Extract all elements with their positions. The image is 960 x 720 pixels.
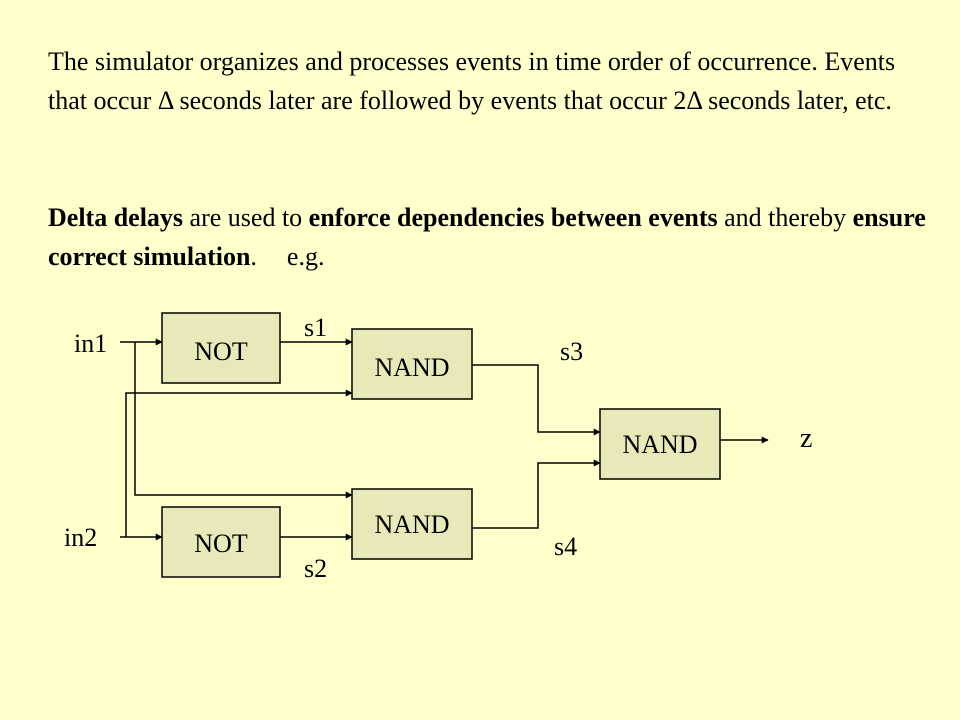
signal-s3-label: s3 <box>560 337 583 366</box>
text-period: . <box>250 242 257 271</box>
gate-nand3: NAND <box>599 408 721 480</box>
wires <box>120 338 769 541</box>
text-eg: e.g. <box>286 242 325 271</box>
gate-nand3-label: NAND <box>622 430 697 459</box>
signal-s2-label: s2 <box>304 554 327 583</box>
gate-not2: NOT <box>161 506 281 578</box>
bold-enforce-dependencies: enforce dependencies between events <box>308 203 718 232</box>
gate-nand2-label: NAND <box>374 510 449 539</box>
signal-z-label: z <box>800 423 812 454</box>
bold-delta-delays: Delta delays <box>48 203 184 232</box>
gate-nand1-label: NAND <box>374 353 449 382</box>
wire-in2-to-nand1 <box>125 389 353 537</box>
signal-in2-label: in2 <box>64 523 97 552</box>
signal-in1-label: in1 <box>74 329 107 358</box>
gate-not1-label: NOT <box>194 337 248 366</box>
gate-nand1: NAND <box>351 328 473 400</box>
text-and-thereby: and thereby <box>717 203 853 232</box>
gate-not2-label: NOT <box>194 529 248 558</box>
intro-paragraph: The simulator organizes and processes ev… <box>48 47 896 115</box>
delta-delay-paragraph: Delta delays are used to enforce depende… <box>48 198 928 276</box>
wire-s3 <box>472 364 601 436</box>
signal-s4-label: s4 <box>554 532 577 561</box>
gate-nand2: NAND <box>351 488 473 560</box>
signal-s1-label: s1 <box>304 313 327 342</box>
gate-not1: NOT <box>161 312 281 384</box>
wire-s4 <box>472 459 601 529</box>
bold-ensure-correct-simulation: ensure correct simulation <box>48 203 926 271</box>
text-are-used-to: are used to <box>183 203 309 232</box>
